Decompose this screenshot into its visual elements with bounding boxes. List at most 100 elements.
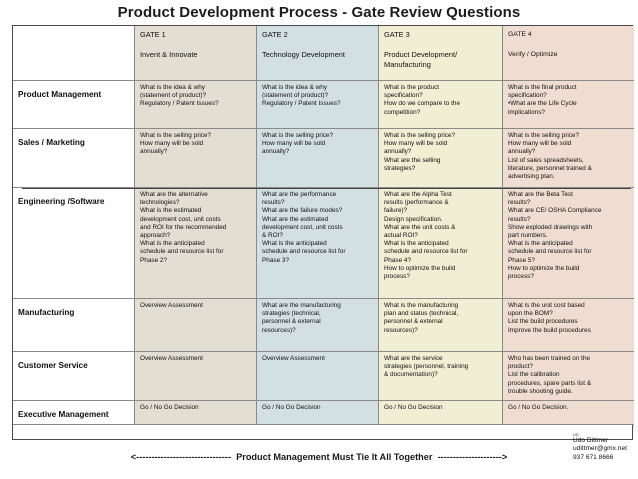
cell-line: annually? [262,148,290,156]
gate-2-name: Technology Development [262,50,345,59]
cell-line: What is the anticipated [508,240,573,248]
footer-banner: <------------------------------- Product… [130,452,508,462]
cell-line: How to optimize the build [384,264,456,272]
cell-line: personnel & external [262,318,321,326]
table-cell: Go / No Go Decision. [503,401,634,425]
cell-line: and ROI for the recommended [140,223,227,231]
table-cell: What is the idea & why(statement of prod… [257,81,379,129]
cell-line: specification? [508,92,547,100]
cell-line: literature, personnel trained & [508,164,592,172]
contact-card: UD Udo Dittmer udittmer@gmx.net 937 671 … [571,432,635,476]
cell-line: upon the BOM? [508,310,553,318]
gate-1-header: GATE 1 Invent & Innovate [135,26,257,81]
cell-line: annually? [508,148,536,156]
cell-line: What is the final product [508,84,577,91]
table-cell: What is the selling price?How many will … [379,129,503,188]
cell-line: Improve the build procedures [508,326,591,334]
cell-line: schedule and resource list for [262,248,346,256]
cell-line: What are the Beta Test [508,191,573,198]
corner-cell [13,26,135,81]
cell-line: What is the manufacturing [384,302,459,309]
cell-line: Who has been trained on the [508,355,591,362]
cell-line: •What are the Life Cycle [508,100,577,108]
cell-line: & documentation)? [384,371,438,379]
cell-line: What is the selling price? [262,132,334,139]
cell-line: Phase 4? [384,256,412,264]
table-cell: Overview Assessment [257,352,379,401]
row-label: Manufacturing [13,299,135,352]
cell-line: What is the idea & why [140,84,206,91]
cell-line: specification? [384,92,423,100]
cell-line: How to optimize the build [508,264,580,272]
cell-line: What is the product [384,84,440,91]
cell-line: resources)? [384,326,418,334]
contact-email[interactable]: udittmer@gmx.net [573,445,627,453]
cell-line: What is the anticipated [384,240,449,248]
divider-line [22,188,631,189]
table-cell: Overview Assessment [135,352,257,401]
gate-review-table: GATE 1 Invent & Innovate GATE 2 Technolo… [12,25,634,440]
cell-line: failure)? [384,207,408,215]
cell-line: & ROI? [262,232,283,240]
cell-line: What are the selling [384,156,441,164]
cell-line: What are the alternative [140,191,208,198]
table-cell: What is the selling price?How many will … [257,129,379,188]
gate-3-name: Product Development/ Manufacturing [384,50,458,69]
row-label: Engineering /Software [13,188,135,299]
cell-line: Phase 3? [262,256,290,264]
cell-line: results? [508,199,531,207]
cell-line: What is the anticipated [262,240,327,248]
row-label: Sales / Marketing [13,129,135,188]
cell-line: plan and status (technical, [384,310,459,318]
cell-line: How many will be sold [140,140,204,148]
cell-line: What are the estimated [262,215,329,223]
cell-line: (statement of product)? [140,92,207,100]
gate-2-header: GATE 2 Technology Development [257,26,379,81]
cell-line: What is the selling price? [140,132,212,139]
cell-line: List the calibration [508,371,560,379]
contact-name: Udo Dittmer [573,437,609,444]
cell-line: What is the estimated [140,207,202,215]
cell-line: Regulatory / Patent Issues? [262,100,341,108]
cell-line: Regulatory / Patent Issues? [140,100,219,108]
cell-line: How many will be sold [262,140,326,148]
contact-logo: UD [573,432,579,437]
cell-line: (statement of product)? [262,92,329,100]
cell-line: development cost, unit costs [140,215,221,223]
cell-line: resources)? [262,326,296,334]
cell-line: What are the manufacturing [262,302,341,309]
row-label: Customer Service [13,352,135,401]
gate-3-header: GATE 3 Product Development/ Manufacturin… [379,26,503,81]
cell-line: process? [508,273,534,281]
cell-line: Go / No Go Decision [262,404,321,411]
cell-line: Phase 5? [508,256,536,264]
cell-line: trouble shooting guide. [508,387,573,395]
cell-line: Go / No Go Decision. [508,404,569,411]
cell-line: schedule and resource list for [384,248,468,256]
contact-phone: 937 671 8666 [573,453,614,461]
page-title: Product Development Process - Gate Revie… [117,4,521,21]
table-cell: What is the idea & why(statement of prod… [135,81,257,129]
cell-line: Overview Assessment [262,355,325,362]
table-cell: Go / No Go Decision [135,401,257,425]
cell-line: What are the performance [262,191,337,198]
cell-line: How many will be sold [384,140,448,148]
table-cell: What is the selling price?How many will … [503,129,634,188]
table-cell: What is the selling price?How many will … [135,129,257,188]
cell-line: results? [508,215,531,223]
cell-line: strategies (personnel, training [384,363,469,371]
gate-3-label: GATE 3 [384,30,410,39]
cell-line: What are the unit costs & [384,223,456,231]
cell-line: How do we compare to the [384,100,461,108]
cell-line: process? [384,273,410,281]
cell-line: What are the failure modes? [262,207,343,215]
